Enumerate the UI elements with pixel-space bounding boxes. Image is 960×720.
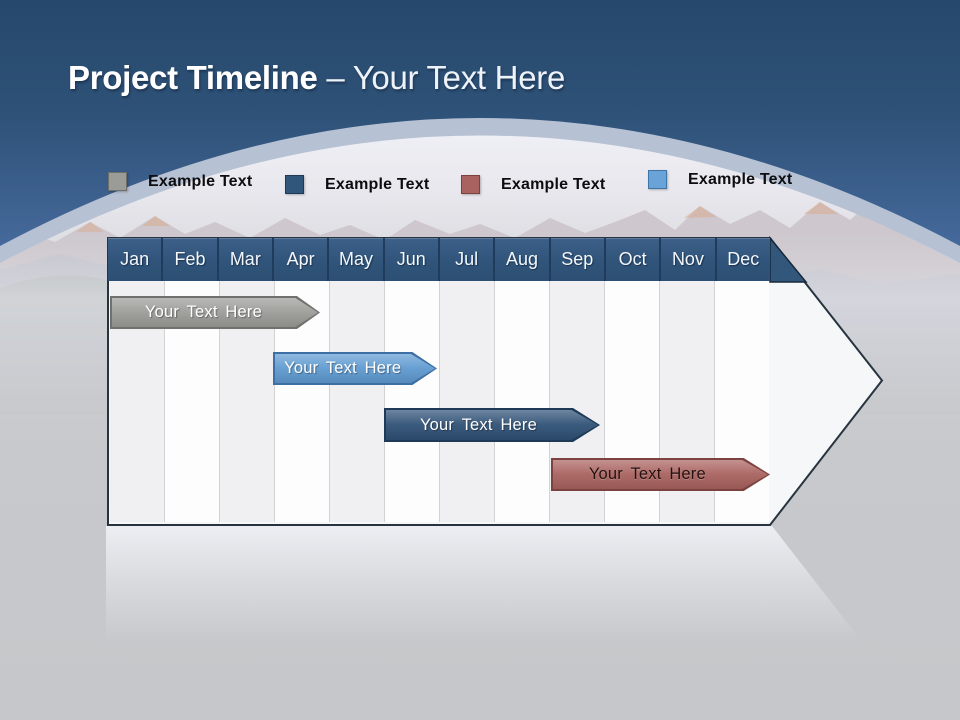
month-header-dec[interactable]: Dec xyxy=(714,238,770,281)
bar-border: Your Text Here xyxy=(273,352,437,385)
legend-item-red[interactable]: Example Text xyxy=(461,175,605,194)
timeline-bar-gray[interactable]: Your Text Here xyxy=(110,296,320,329)
legend-swatch-red xyxy=(461,175,480,194)
legend-label: Example Text xyxy=(325,175,430,193)
month-header-jan[interactable]: Jan xyxy=(108,238,162,281)
column-aug xyxy=(495,281,550,522)
timeline-bar-darkblue[interactable]: Your Text Here xyxy=(384,408,600,442)
header-arch xyxy=(0,0,960,263)
bar-label: Your Text Here xyxy=(284,359,402,377)
column-jul xyxy=(440,281,495,522)
month-header-jul[interactable]: Jul xyxy=(437,238,494,281)
column-jun xyxy=(385,281,440,522)
bar-fill: Your Text Here xyxy=(275,354,435,383)
legend-item-gray[interactable]: Example Text xyxy=(108,172,252,191)
bar-fill: Your Text Here xyxy=(553,460,768,489)
table-reflection xyxy=(106,526,884,676)
legend-swatch-lightblue xyxy=(648,170,667,189)
title-sub-text: – Your Text Here xyxy=(326,59,565,96)
bar-label: Your Text Here xyxy=(588,465,706,483)
arrowhead-header-wedge xyxy=(769,236,808,283)
month-header-apr[interactable]: Apr xyxy=(271,238,328,281)
bar-fill: Your Text Here xyxy=(112,298,318,327)
bar-label: Your Text Here xyxy=(419,415,538,434)
month-header-feb[interactable]: Feb xyxy=(161,238,217,281)
legend-label: Example Text xyxy=(148,172,253,190)
legend-label: Example Text xyxy=(688,170,793,188)
month-header-oct[interactable]: Oct xyxy=(603,238,660,281)
legend-item-lightblue[interactable]: Example Text xyxy=(648,170,792,189)
column-may xyxy=(330,281,385,522)
legend-swatch-gray xyxy=(108,172,127,191)
month-header-may[interactable]: May xyxy=(327,238,383,281)
month-header-mar[interactable]: Mar xyxy=(216,238,272,281)
bar-fill: Your Text Here xyxy=(386,410,598,440)
arch-dark-sky xyxy=(0,0,960,246)
month-header-sep[interactable]: Sep xyxy=(548,238,604,281)
slide-title[interactable]: Project Timeline – Your Text Here xyxy=(68,58,565,98)
month-header-row: Jan Feb Mar Apr May Jun Jul Aug Sep Oct … xyxy=(108,238,770,281)
month-header-nov[interactable]: Nov xyxy=(659,238,715,281)
bar-label: Your Text Here xyxy=(144,303,262,321)
bar-border: Your Text Here xyxy=(384,408,600,442)
legend-item-darkblue[interactable]: Example Text xyxy=(285,175,429,194)
bar-border: Your Text Here xyxy=(551,458,770,491)
bar-border: Your Text Here xyxy=(110,296,320,329)
legend-label: Example Text xyxy=(501,175,606,193)
month-header-aug[interactable]: Aug xyxy=(493,238,549,281)
title-main-text: Project Timeline xyxy=(68,59,318,96)
timeline-bar-red[interactable]: Your Text Here xyxy=(551,458,770,491)
timeline-bar-lightblue[interactable]: Your Text Here xyxy=(273,352,437,385)
month-header-jun[interactable]: Jun xyxy=(382,238,438,281)
legend-swatch-darkblue xyxy=(285,175,304,194)
